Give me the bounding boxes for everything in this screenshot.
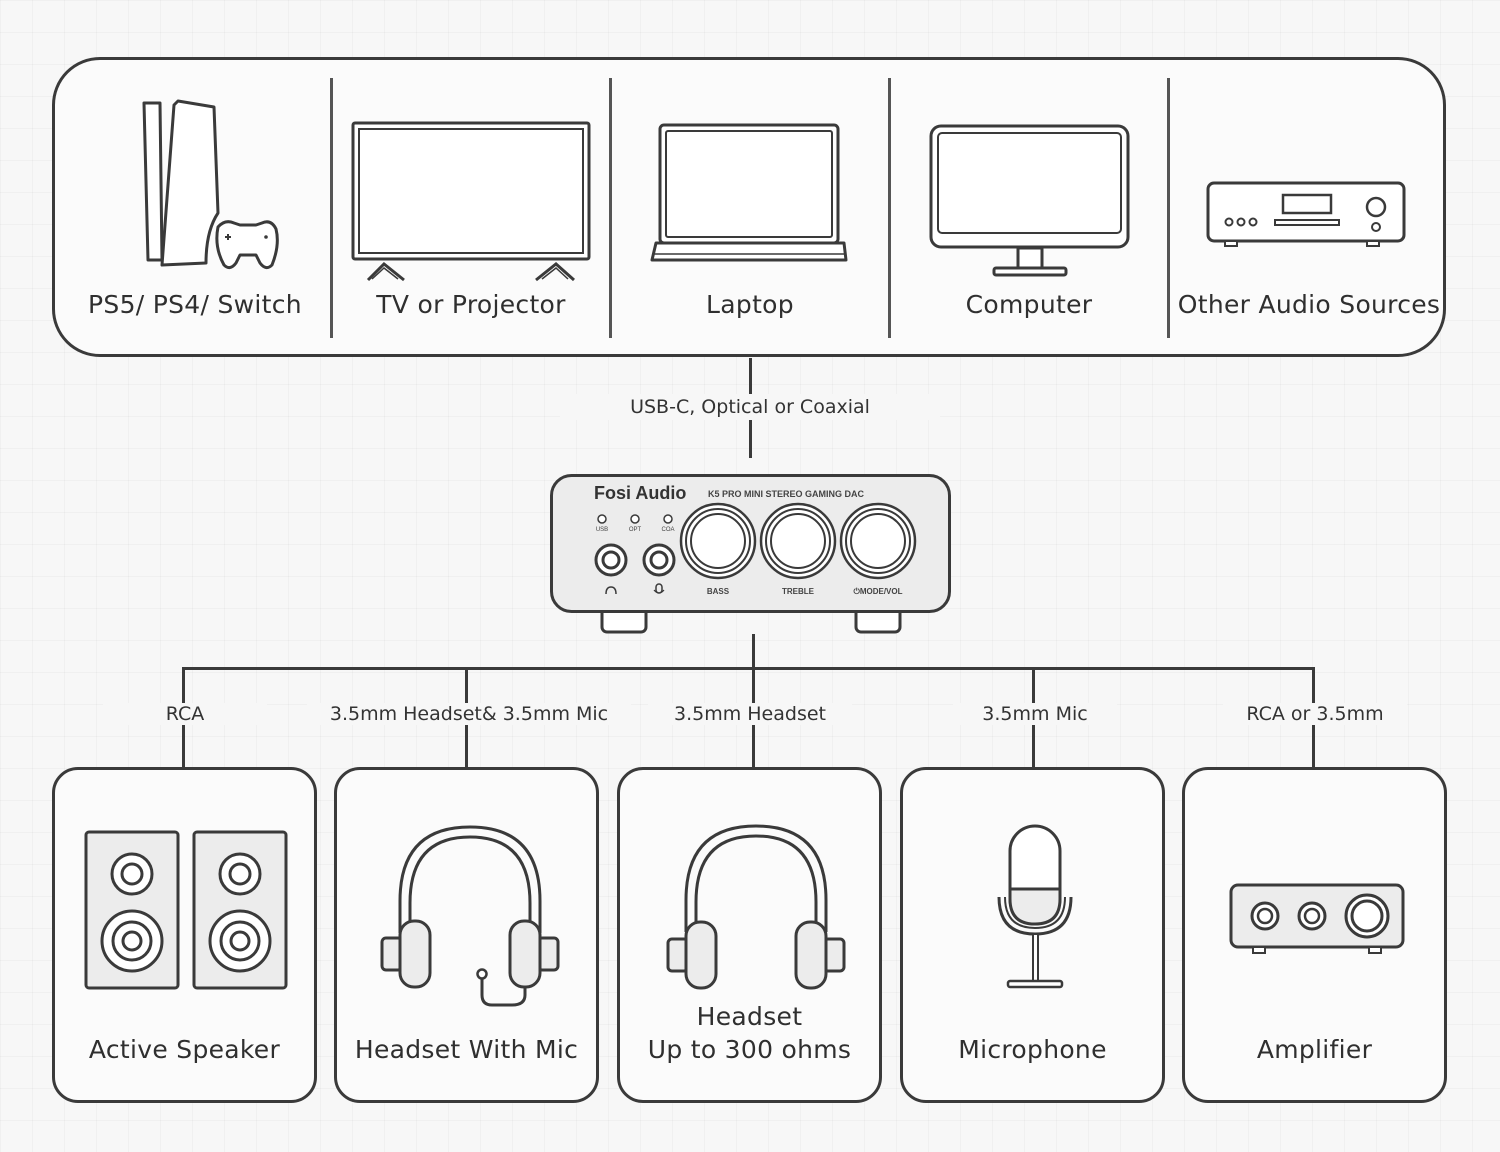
output-label: Headset [696,1002,803,1031]
knob-label: TREBLE [782,587,814,596]
indicator-label: COA [661,527,675,533]
divider [888,78,891,338]
output-connection-label: 3.5mm Mic [953,703,1117,725]
headset-mic-icon [380,825,560,1007]
divider [1167,78,1170,338]
knob-label: BASS [706,587,730,596]
source-label: Other Audio Sources [1177,290,1441,319]
output-card: Headset With Mic [334,767,599,1103]
output-label: Headset With Mic [354,1035,579,1064]
knob-label: ⏻MODE/VOL [838,587,918,597]
microphone-icon [997,824,1073,989]
output-label: Microphone [958,1035,1107,1064]
audio-receiver-icon [1206,181,1406,247]
output-label: Amplifier [1256,1035,1373,1064]
speaker-icon [84,830,288,990]
output-sublabel: Up to 300 ohms [647,1035,852,1064]
output-card: Headset Up to 300 ohms [617,767,882,1103]
divider [609,78,612,338]
amplifier-icon [1229,883,1405,954]
output-connection-label: 3.5mm Headset& 3.5mm Mic [307,703,631,725]
divider [330,78,333,338]
output-card: Microphone [900,767,1165,1103]
knob-label-text: MODE/VOL [859,587,903,596]
tv-icon [351,121,591,282]
connection-line [182,667,1315,670]
source-label: TV or Projector [376,290,566,319]
indicator-label: USB [595,527,609,533]
source-label: Computer [965,290,1093,319]
output-connection-label: RCA [103,703,267,725]
input-connection-label: USB-C, Optical or Coaxial [560,394,940,420]
source-label: PS5/ PS4/ Switch [88,290,302,319]
output-connection-label: 3.5mm Headset [648,703,852,725]
output-card: Amplifier [1182,767,1447,1103]
headphones-icon [666,824,846,990]
dac-device [550,474,951,634]
monitor-icon [929,124,1130,277]
output-card: Active Speaker [52,767,317,1103]
source-label: Laptop [706,290,794,319]
connection-line [752,634,755,767]
laptop-icon [650,123,848,262]
power-icon: ⏻ [853,587,860,596]
console-icon [142,99,279,270]
output-label: Active Speaker [88,1035,281,1064]
output-connection-label: RCA or 3.5mm [1223,703,1407,725]
indicator-label: OPT [628,527,642,533]
dac-model: K5 PRO MINI STEREO GAMING DAC [708,489,865,499]
dac-brand: Fosi Audio [594,483,687,503]
